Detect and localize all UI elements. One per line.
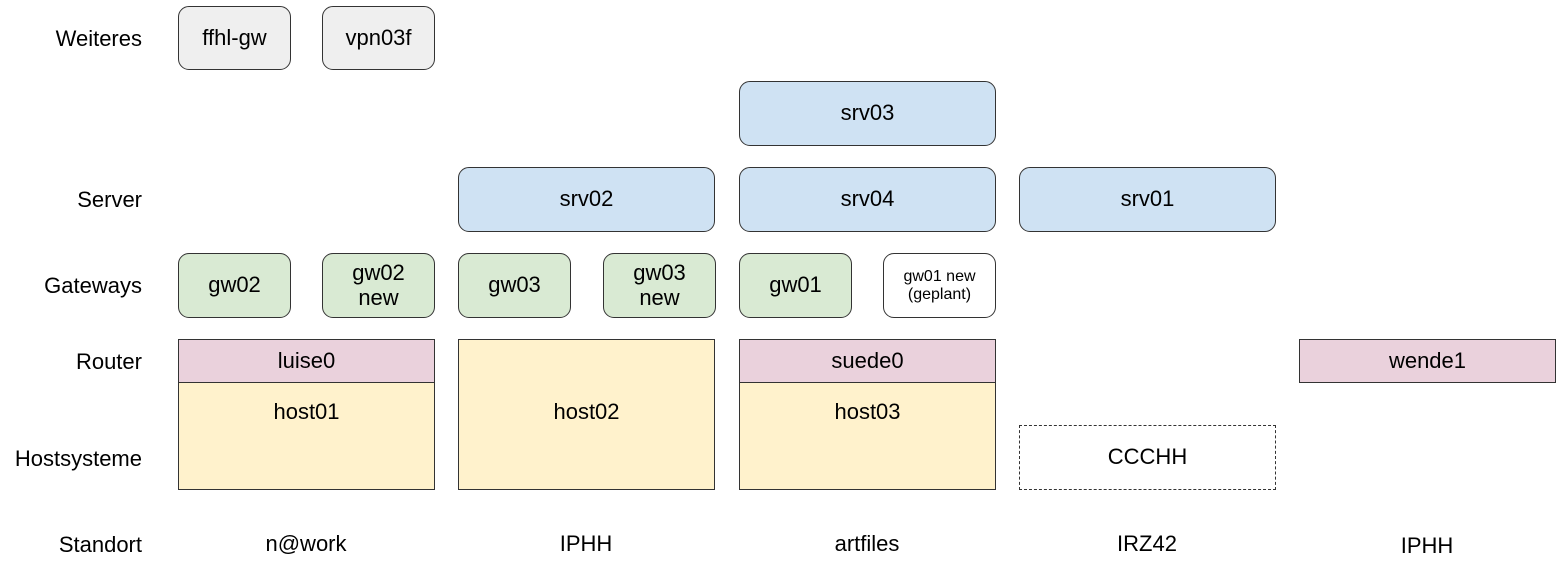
host-node-ccchh: CCCHH: [1019, 425, 1276, 490]
router-node-suede0: suede0: [739, 339, 996, 383]
row-label-hostsysteme: Hostsysteme: [14, 446, 142, 471]
gateway-node-gw03-new: gw03 new: [603, 253, 716, 318]
row-label-gateways: Gateways: [44, 273, 142, 298]
weiteres-node-vpn03f: vpn03f: [322, 6, 435, 70]
gateway-node-gw01-new-planned: gw01 new (geplant): [883, 253, 996, 318]
location-label: artfiles: [834, 531, 900, 556]
location-label: n@work: [265, 531, 347, 556]
gateway-node-gw03: gw03: [458, 253, 571, 318]
row-label-standort: Standort: [58, 532, 142, 557]
server-node-srv03: srv03: [739, 81, 996, 146]
location-label: IPHH: [559, 531, 613, 556]
server-node-srv04: srv04: [739, 167, 996, 232]
location-label: IPHH: [1400, 533, 1454, 558]
location-label: IRZ42: [1117, 531, 1177, 556]
row-label-router: Router: [75, 349, 142, 374]
host-node-host02: host02: [458, 339, 715, 490]
server-node-srv02: srv02: [458, 167, 715, 232]
gateway-node-gw02: gw02: [178, 253, 291, 318]
row-label-weiteres: Weiteres: [55, 26, 142, 51]
gateway-node-gw02-new: gw02 new: [322, 253, 435, 318]
row-label-server: Server: [77, 187, 142, 212]
server-node-srv01: srv01: [1019, 167, 1276, 232]
gateway-node-gw01: gw01: [739, 253, 852, 318]
weiteres-node-ffhl-gw: ffhl-gw: [178, 6, 291, 70]
router-node-luise0: luise0: [178, 339, 435, 383]
router-node-wende1: wende1: [1299, 339, 1556, 383]
